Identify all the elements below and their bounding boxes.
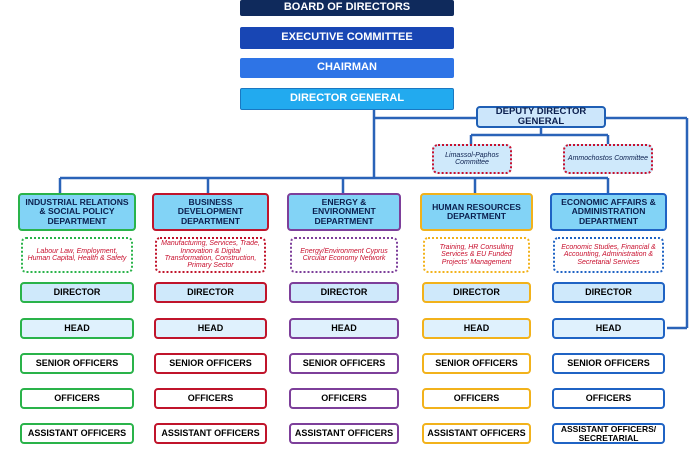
- role-head-business-development: HEAD: [154, 318, 267, 339]
- role-senior-officers-economic-affairs: SENIOR OFFICERS: [552, 353, 665, 374]
- role-director-industrial-relations: DIRECTOR: [20, 282, 134, 303]
- role-director-energy-environment: DIRECTOR: [289, 282, 399, 303]
- department-economic-affairs: ECONOMIC AFFAIRS & ADMINISTRATION DEPART…: [550, 193, 667, 231]
- role-head-industrial-relations: HEAD: [20, 318, 134, 339]
- role-director-economic-affairs: DIRECTOR: [552, 282, 665, 303]
- limassol-paphos-committee-box: Limassol-Paphos Committee: [432, 144, 512, 174]
- role-head-economic-affairs: HEAD: [552, 318, 665, 339]
- role-assistant-officers-economic-affairs: ASSISTANT OFFICERS/ SECRETARIAL: [552, 423, 665, 444]
- role-officers-business-development: OFFICERS: [154, 388, 267, 409]
- role-assistant-officers-business-development: ASSISTANT OFFICERS: [154, 423, 267, 444]
- role-assistant-officers-human-resources: ASSISTANT OFFICERS: [422, 423, 531, 444]
- executive-committee-box: EXECUTIVE COMMITTEE: [240, 27, 454, 49]
- role-officers-economic-affairs: OFFICERS: [552, 388, 665, 409]
- role-officers-energy-environment: OFFICERS: [289, 388, 399, 409]
- ammochostos-committee-box: Ammochostos Committee: [563, 144, 653, 174]
- department-description-industrial-relations: Labour Law, Employment, Human Capital, H…: [21, 237, 133, 273]
- deputy-director-general-box: DEPUTY DIRECTOR GENERAL: [476, 106, 606, 128]
- department-description-energy-environment: Energy/Environment Cyprus Circular Econo…: [290, 237, 398, 273]
- role-director-business-development: DIRECTOR: [154, 282, 267, 303]
- department-business-development: BUSINESS DEVELOPMENT DEPARTMENT: [152, 193, 269, 231]
- role-senior-officers-business-development: SENIOR OFFICERS: [154, 353, 267, 374]
- role-senior-officers-energy-environment: SENIOR OFFICERS: [289, 353, 399, 374]
- role-senior-officers-industrial-relations: SENIOR OFFICERS: [20, 353, 134, 374]
- board-of-directors-box: BOARD OF DIRECTORS: [240, 0, 454, 16]
- department-industrial-relations: INDUSTRIAL RELATIONS & SOCIAL POLICY DEP…: [18, 193, 136, 231]
- role-senior-officers-human-resources: SENIOR OFFICERS: [422, 353, 531, 374]
- role-head-energy-environment: HEAD: [289, 318, 399, 339]
- director-general-box: DIRECTOR GENERAL: [240, 88, 454, 110]
- role-head-human-resources: HEAD: [422, 318, 531, 339]
- role-assistant-officers-industrial-relations: ASSISTANT OFFICERS: [20, 423, 134, 444]
- department-description-economic-affairs: Economic Studies, Financial & Accounting…: [553, 237, 664, 273]
- department-description-business-development: Manufacturing, Services, Trade, Innovati…: [155, 237, 266, 273]
- role-officers-human-resources: OFFICERS: [422, 388, 531, 409]
- department-human-resources: HUMAN RESOURCES DEPARTMENT: [420, 193, 533, 231]
- role-director-human-resources: DIRECTOR: [422, 282, 531, 303]
- department-description-human-resources: Training, HR Consulting Services & EU Fu…: [423, 237, 530, 273]
- chairman-box: CHAIRMAN: [240, 58, 454, 78]
- department-energy-environment: ENERGY & ENVIRONMENT DEPARTMENT: [287, 193, 401, 231]
- role-officers-industrial-relations: OFFICERS: [20, 388, 134, 409]
- role-assistant-officers-energy-environment: ASSISTANT OFFICERS: [289, 423, 399, 444]
